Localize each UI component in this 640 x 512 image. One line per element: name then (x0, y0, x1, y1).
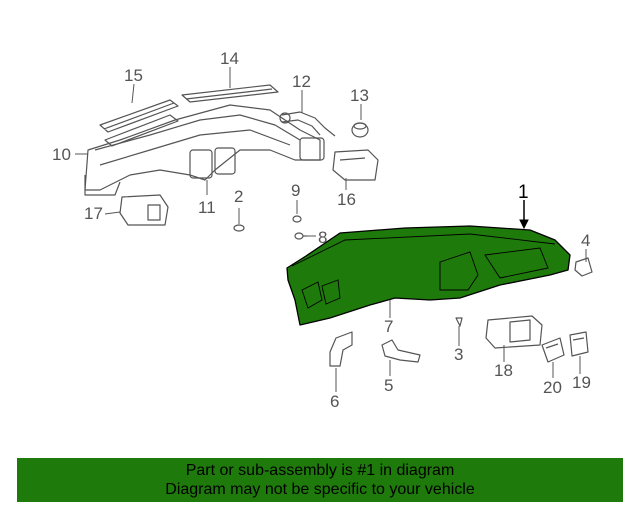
callout-5: 5 (384, 376, 394, 395)
vent-16 (332, 149, 379, 181)
knob-13 (351, 122, 369, 138)
bracket-4 (574, 257, 593, 277)
banner-line-1: Part or sub-assembly is #1 in diagram (185, 462, 455, 479)
callout-9: 9 (291, 181, 301, 200)
callout-3: 3 (454, 345, 464, 364)
clip-3 (455, 317, 463, 327)
defroster-strip-15 (99, 99, 179, 133)
callout-8: 8 (318, 228, 328, 247)
callout-15: 15 (124, 66, 143, 85)
callout-14: 14 (220, 49, 239, 68)
callout-20: 20 (543, 378, 562, 397)
callout-1: 1 (518, 182, 529, 203)
callout-10: 10 (52, 145, 71, 164)
instrument-panel (286, 225, 571, 326)
callout-4: 4 (581, 231, 591, 250)
clip-2 (233, 224, 245, 232)
hose-12 (281, 111, 336, 137)
callout-18: 18 (494, 361, 513, 380)
callout-19: 19 (572, 373, 591, 392)
callout-17: 17 (84, 204, 103, 223)
callout-16: 16 (337, 190, 356, 209)
callout-11: 11 (198, 198, 216, 217)
bracket-6 (329, 331, 353, 367)
callout-2: 2 (234, 187, 244, 206)
vent-17 (119, 194, 169, 226)
clip-9 (292, 215, 302, 223)
info-banner: Part or sub-assembly is #1 in diagram Di… (17, 458, 623, 502)
vent-19 (569, 331, 589, 357)
vent-20 (541, 337, 565, 363)
parts-diagram (75, 67, 593, 392)
callout-13: 13 (350, 86, 369, 105)
air-duct-assembly (84, 104, 325, 196)
defroster-strip-14 (181, 84, 279, 103)
vent-18 (485, 315, 543, 349)
callout-6: 6 (330, 392, 340, 411)
banner-line-2: Diagram may not be specific to your vehi… (165, 481, 475, 498)
bracket-5 (381, 339, 421, 363)
callout-7: 7 (384, 317, 394, 336)
callout-12: 12 (292, 72, 311, 91)
